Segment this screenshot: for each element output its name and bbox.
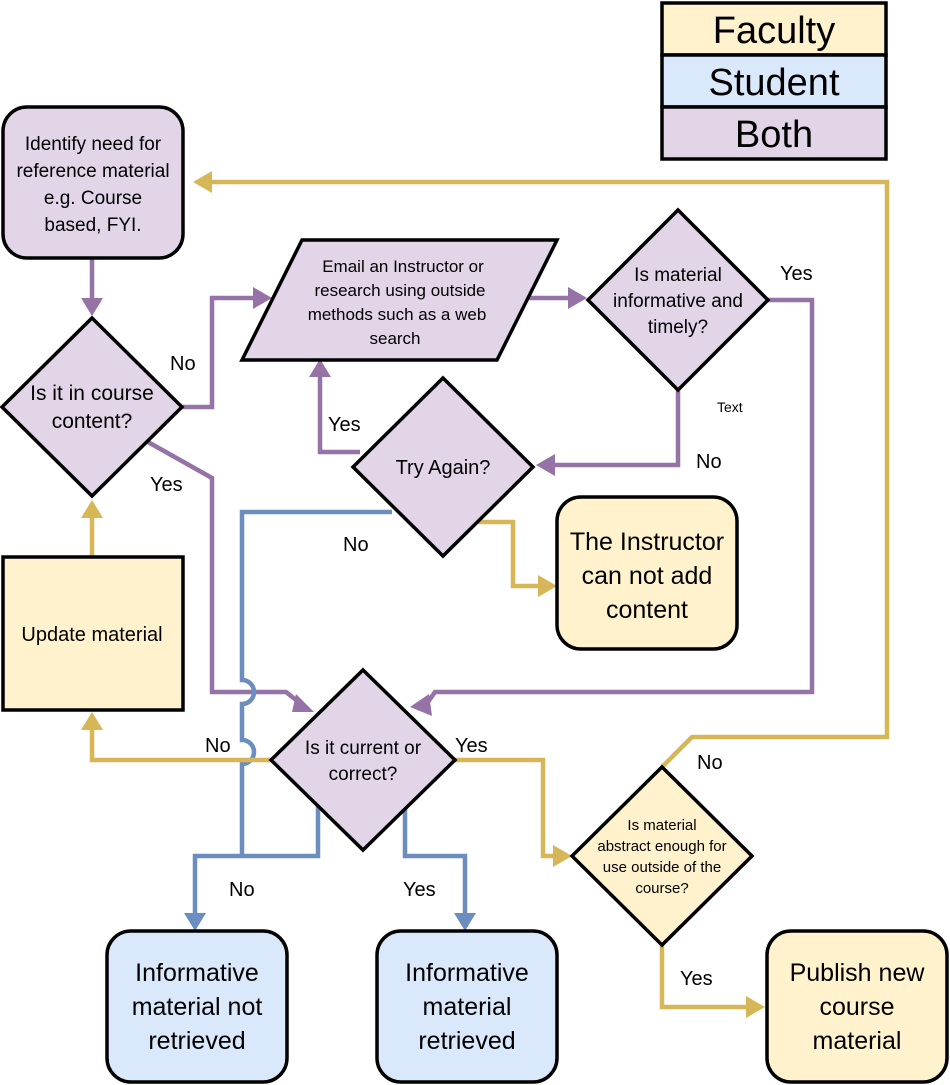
node-instructor-cannot-add-line-3: content [606, 596, 688, 624]
node-email-instructor-line-3: methods such as a web [308, 305, 487, 324]
edge-course-content-no [182, 295, 255, 410]
edge-current-yes-gold [455, 757, 555, 859]
node-abstract-enough-line-2: abstract enough for [597, 838, 726, 855]
label-current-blue-yes: Yes [403, 879, 436, 901]
edge-current-no-gold [89, 728, 272, 763]
label-current-yes: Yes [455, 735, 488, 757]
node-identify-need-line-1: Identify need for [25, 134, 162, 155]
node-current-correct: Is it current or correct? [268, 667, 458, 853]
label-timely-no: No [696, 451, 722, 473]
legend-faculty-label: Faculty [713, 10, 835, 52]
label-abstract-yes: Yes [680, 968, 713, 990]
arrowhead [538, 575, 557, 597]
edge-abstract-yes [659, 945, 748, 1010]
node-identify-need: Identify need for reference material e.g… [1, 105, 185, 260]
edge-try-again-yes [317, 375, 360, 455]
node-identify-need-line-3: e.g. Course [44, 188, 142, 209]
node-informative-timely-line-3: timely? [648, 317, 708, 338]
edges [81, 171, 890, 1018]
label-current-no: No [205, 735, 231, 757]
label-course-content-yes: Yes [150, 474, 183, 496]
node-retrieved-line-1: Informative [405, 959, 529, 987]
node-in-course-content-line-1: Is it in course [30, 382, 154, 405]
node-identify-need-line-4: based, FYI. [44, 215, 141, 236]
edge-abstract-no [210, 179, 890, 769]
node-identify-need-line-2: reference material [16, 161, 169, 182]
arrowhead [553, 845, 572, 867]
node-informative-timely: Is material informative and timely? [585, 207, 771, 393]
node-instructor-cannot-add-line-2: can not add [582, 562, 713, 590]
node-abstract-enough-line-1: Is material [627, 817, 696, 834]
arrowhead [454, 913, 476, 931]
node-publish: Publish new course material [765, 929, 949, 1084]
arrowhead [292, 694, 314, 712]
node-not-retrieved-line-2: material not [132, 993, 263, 1021]
label-timely-yes: Yes [780, 263, 813, 285]
arrowhead [81, 500, 103, 518]
legend-both-label: Both [735, 114, 813, 156]
node-abstract-enough-line-4: course? [635, 880, 688, 897]
label-current-blue-no: No [229, 879, 255, 901]
label-try-again-no: No [343, 534, 369, 556]
node-abstract-enough-line-3: use outside of the [603, 859, 721, 876]
node-in-course-content-line-2: content? [52, 410, 133, 433]
node-instructor-cannot-add-line-1: The Instructor [570, 528, 724, 556]
arrowhead [81, 712, 103, 730]
arrowhead [184, 913, 206, 931]
node-current-correct-line-1: Is it current or [305, 738, 422, 759]
node-retrieved-line-2: material [423, 993, 512, 1021]
node-retrieved-line-3: retrieved [418, 1027, 515, 1055]
node-update-material: Update material [1, 555, 185, 712]
legend-both-box [660, 105, 888, 161]
node-try-again: Try Again? [350, 375, 536, 559]
arrowhead [568, 287, 587, 309]
edge-current-yes-blue [402, 805, 468, 915]
label-stray-text: Text [717, 399, 743, 415]
node-current-correct-line-2: correct? [329, 764, 398, 785]
legend: Faculty Student Both [660, 1, 888, 161]
node-email-instructor-line-2: research using outside [314, 281, 485, 300]
node-publish-line-2: course [819, 993, 894, 1021]
edge-current-no-blue [192, 805, 321, 915]
node-email-instructor-line-4: search [369, 329, 420, 348]
node-not-retrieved-line-1: Informative [135, 959, 259, 987]
arrowhead [193, 171, 212, 193]
node-update-material-line-1: Update material [21, 624, 162, 646]
arrowhead [536, 454, 555, 476]
node-publish-line-1: Publish new [790, 959, 926, 987]
node-informative-timely-line-1: Is material [634, 265, 722, 286]
legend-student-label: Student [709, 62, 840, 104]
node-email-instructor: Email an Instructor or research using ou… [239, 238, 560, 362]
node-try-again-line-1: Try Again? [396, 457, 491, 479]
arrowhead [746, 996, 765, 1018]
edge-course-content-yes [146, 440, 298, 702]
edge-try-again-to-instructor [478, 519, 540, 589]
label-try-again-yes: Yes [328, 414, 361, 436]
label-course-content-no: No [170, 353, 196, 375]
node-not-retrieved: Informative material not retrieved [105, 929, 289, 1084]
label-abstract-no: No [697, 752, 723, 774]
edge-timely-no [553, 390, 681, 468]
node-publish-line-3: material [813, 1027, 902, 1055]
edge-labels: No Yes Yes No Text Yes No No Yes No No Y… [150, 263, 813, 990]
node-not-retrieved-line-3: retrieved [148, 1027, 245, 1055]
arrowhead [81, 298, 103, 316]
arrowhead [410, 694, 432, 716]
node-informative-timely-line-2: informative and [613, 291, 743, 312]
node-email-instructor-line-1: Email an Instructor or [322, 257, 484, 276]
node-in-course-content: Is it in course content? [0, 315, 185, 499]
arrowhead [253, 287, 272, 309]
edge-timely-yes [426, 297, 815, 704]
node-abstract-enough: Is material abstract enough for use outs… [569, 764, 755, 948]
node-retrieved: Informative material retrieved [375, 929, 559, 1084]
arrowhead [309, 359, 331, 377]
node-instructor-cannot-add: The Instructor can not add content [555, 495, 739, 651]
